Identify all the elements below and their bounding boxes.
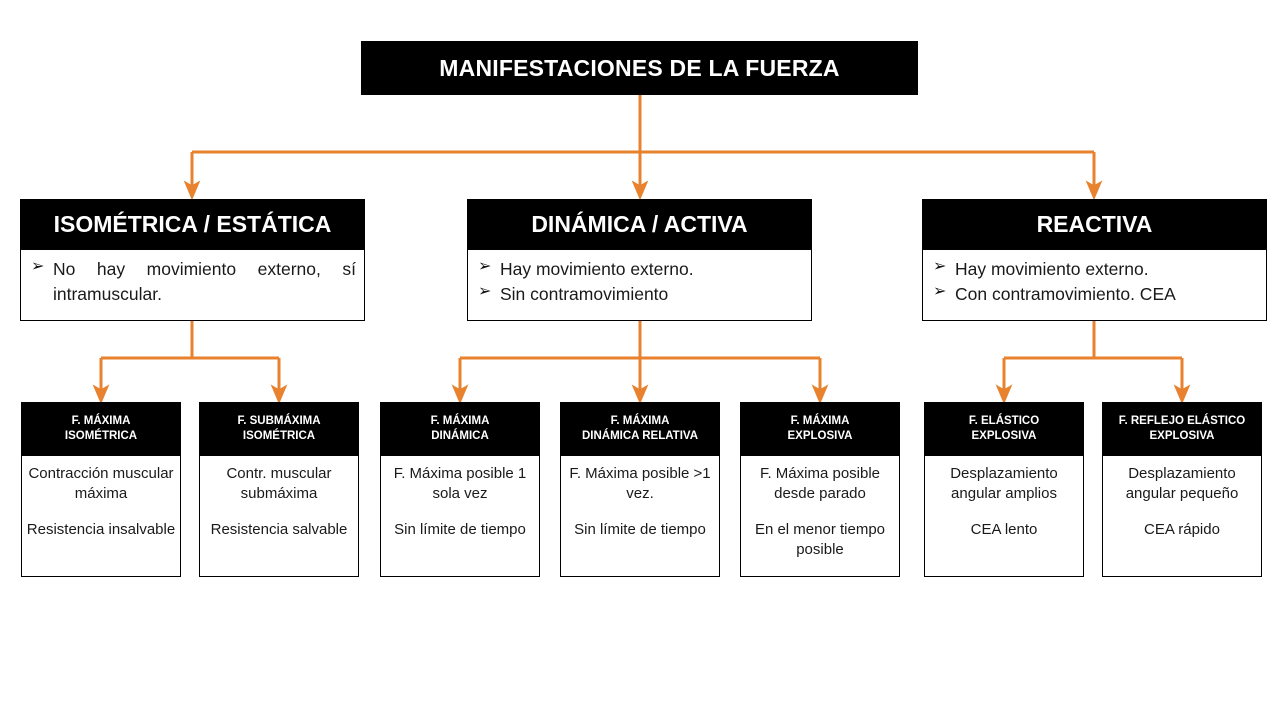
paragraph-spacer bbox=[565, 504, 715, 520]
body-paragraph-2: Resistencia insalvable bbox=[26, 520, 176, 538]
title-line-2: ISOMÉTRICA bbox=[64, 430, 138, 442]
node-f-maxima-dinamica[interactable]: F. MÁXIMA DINÁMICA F. Máxima posible 1 s… bbox=[380, 402, 540, 577]
list-item-text: Sin contramovimiento bbox=[500, 283, 669, 304]
title-line-2: EXPLOSIVA bbox=[971, 430, 1037, 442]
node-isometrica-estatica[interactable]: ISOMÉTRICA / ESTÁTICA ➢ No hay movimient… bbox=[20, 199, 365, 321]
list-item: ➢ Hay movimiento externo. bbox=[931, 257, 1258, 282]
node-dinamica-activa-body: ➢ Hay movimiento externo. ➢ Sin contramo… bbox=[467, 250, 812, 321]
bullet-list: ➢ Hay movimiento externo. ➢ Con contramo… bbox=[931, 257, 1258, 307]
node-dinamica-activa[interactable]: DINÁMICA / ACTIVA ➢ Hay movimiento exter… bbox=[467, 199, 812, 321]
node-reactiva-body: ➢ Hay movimiento externo. ➢ Con contramo… bbox=[922, 250, 1267, 321]
node-f-maxima-dinamica-relativa-title: F. MÁXIMA DINÁMICA RELATIVA bbox=[560, 402, 720, 456]
node-reactiva[interactable]: REACTIVA ➢ Hay movimiento externo. ➢ Con… bbox=[922, 199, 1267, 321]
node-isometrica-estatica-title: ISOMÉTRICA / ESTÁTICA bbox=[20, 199, 365, 250]
list-item-text: Hay movimiento externo. bbox=[500, 259, 694, 279]
body-paragraph-2: CEA lento bbox=[970, 520, 1038, 538]
node-f-reflejo-elastico-explosiva-body: Desplazamiento angular pequeño CEA rápid… bbox=[1102, 456, 1262, 577]
paragraph-spacer bbox=[929, 504, 1079, 520]
root-node-manifestaciones-de-la-fuerza[interactable]: MANIFESTACIONES DE LA FUERZA bbox=[361, 41, 918, 95]
node-f-maxima-explosiva-body: F. Máxima posible desde parado En el men… bbox=[740, 456, 900, 577]
body-paragraph-2: CEA rápido bbox=[1144, 520, 1220, 538]
node-f-maxima-dinamica-relativa-body: F. Máxima posible >1 vez. Sin límite de … bbox=[560, 456, 720, 577]
title-line-1: F. REFLEJO ELÁSTICO bbox=[1118, 415, 1246, 428]
node-f-maxima-isometrica-body: Contracción muscular máxima Resistencia … bbox=[21, 456, 181, 577]
node-f-maxima-dinamica-title: F. MÁXIMA DINÁMICA bbox=[380, 402, 540, 456]
body-paragraph-1: Desplazamiento angular amplios bbox=[950, 465, 1058, 502]
title-line-1: F. ELÁSTICO bbox=[968, 415, 1040, 428]
list-item-text: Con contramovimiento. CEA bbox=[955, 283, 1176, 304]
title-line-2: DINÁMICA RELATIVA bbox=[581, 430, 699, 442]
body-paragraph-2: Sin límite de tiempo bbox=[574, 520, 706, 538]
arrow-bullet-icon: ➢ bbox=[31, 258, 45, 275]
node-f-maxima-dinamica-relativa[interactable]: F. MÁXIMA DINÁMICA RELATIVA F. Máxima po… bbox=[560, 402, 720, 577]
arrow-bullet-icon: ➢ bbox=[478, 282, 492, 300]
body-paragraph-2: Sin límite de tiempo bbox=[394, 520, 526, 538]
title-line-1: F. SUBMÁXIMA bbox=[237, 415, 321, 428]
body-paragraph-1: Contr. muscular submáxima bbox=[226, 465, 332, 502]
root-node-title: MANIFESTACIONES DE LA FUERZA bbox=[361, 41, 918, 95]
node-f-reflejo-elastico-explosiva-title: F. REFLEJO ELÁSTICO EXPLOSIVA bbox=[1102, 402, 1262, 456]
node-f-maxima-dinamica-body: F. Máxima posible 1 sola vez Sin límite … bbox=[380, 456, 540, 577]
node-reactiva-title: REACTIVA bbox=[922, 199, 1267, 250]
title-line-1: F. MÁXIMA bbox=[790, 415, 850, 428]
paragraph-spacer bbox=[204, 504, 354, 520]
node-f-maxima-explosiva[interactable]: F. MÁXIMA EXPLOSIVA F. Máxima posible de… bbox=[740, 402, 900, 577]
list-item: ➢ Hay movimiento externo. bbox=[476, 257, 803, 282]
node-f-elastico-explosiva-body: Desplazamiento angular amplios CEA lento bbox=[924, 456, 1084, 577]
node-f-submaxima-isometrica-body: Contr. muscular submáxima Resistencia sa… bbox=[199, 456, 359, 577]
title-line-2: DINÁMICA bbox=[431, 430, 489, 442]
body-paragraph-1: F. Máxima posible >1 vez. bbox=[569, 465, 711, 502]
list-item: ➢ Con contramovimiento. CEA bbox=[931, 282, 1258, 307]
body-paragraph-1: F. Máxima posible desde parado bbox=[759, 465, 881, 502]
node-f-maxima-isometrica-title: F. MÁXIMA ISOMÉTRICA bbox=[21, 402, 181, 456]
node-dinamica-activa-title: DINÁMICA / ACTIVA bbox=[467, 199, 812, 250]
node-isometrica-estatica-body: ➢ No hay movimiento externo, sí intramus… bbox=[20, 250, 365, 321]
title-line-1: F. MÁXIMA bbox=[430, 415, 490, 428]
node-f-submaxima-isometrica[interactable]: F. SUBMÁXIMA ISOMÉTRICA Contr. muscular … bbox=[199, 402, 359, 577]
list-item: ➢ Sin contramovimiento bbox=[476, 282, 803, 307]
node-f-elastico-explosiva[interactable]: F. ELÁSTICO EXPLOSIVA Desplazamiento ang… bbox=[924, 402, 1084, 577]
arrow-bullet-icon: ➢ bbox=[478, 258, 492, 275]
bullet-list: ➢ No hay movimiento externo, sí intramus… bbox=[29, 257, 356, 307]
list-item-text: No hay movimiento externo, sí intramuscu… bbox=[53, 259, 356, 304]
title-line-1: F. MÁXIMA bbox=[610, 415, 670, 428]
list-item: ➢ No hay movimiento externo, sí intramus… bbox=[29, 257, 356, 307]
node-f-maxima-isometrica[interactable]: F. MÁXIMA ISOMÉTRICA Contracción muscula… bbox=[21, 402, 181, 577]
node-f-maxima-explosiva-title: F. MÁXIMA EXPLOSIVA bbox=[740, 402, 900, 456]
node-f-elastico-explosiva-title: F. ELÁSTICO EXPLOSIVA bbox=[924, 402, 1084, 456]
paragraph-spacer bbox=[745, 504, 895, 520]
body-paragraph-2: Resistencia salvable bbox=[210, 520, 348, 538]
arrow-bullet-icon: ➢ bbox=[933, 282, 947, 300]
arrow-bullet-icon: ➢ bbox=[933, 258, 947, 275]
node-f-submaxima-isometrica-title: F. SUBMÁXIMA ISOMÉTRICA bbox=[199, 402, 359, 456]
paragraph-spacer bbox=[26, 504, 176, 520]
node-f-reflejo-elastico-explosiva[interactable]: F. REFLEJO ELÁSTICO EXPLOSIVA Desplazami… bbox=[1102, 402, 1262, 577]
body-paragraph-1: Desplazamiento angular pequeño bbox=[1125, 465, 1239, 502]
bullet-list: ➢ Hay movimiento externo. ➢ Sin contramo… bbox=[476, 257, 803, 307]
body-paragraph-1: F. Máxima posible 1 sola vez bbox=[393, 465, 527, 502]
title-line-2: EXPLOSIVA bbox=[1149, 430, 1215, 442]
paragraph-spacer bbox=[1107, 504, 1257, 520]
list-item-text: Hay movimiento externo. bbox=[955, 259, 1149, 279]
body-paragraph-2: En el menor tiempo posible bbox=[754, 520, 886, 558]
body-paragraph-1: Contracción muscular máxima bbox=[28, 465, 174, 502]
title-line-1: F. MÁXIMA bbox=[71, 415, 131, 428]
title-line-2: ISOMÉTRICA bbox=[242, 430, 316, 442]
title-line-2: EXPLOSIVA bbox=[787, 430, 853, 442]
paragraph-spacer bbox=[385, 504, 535, 520]
